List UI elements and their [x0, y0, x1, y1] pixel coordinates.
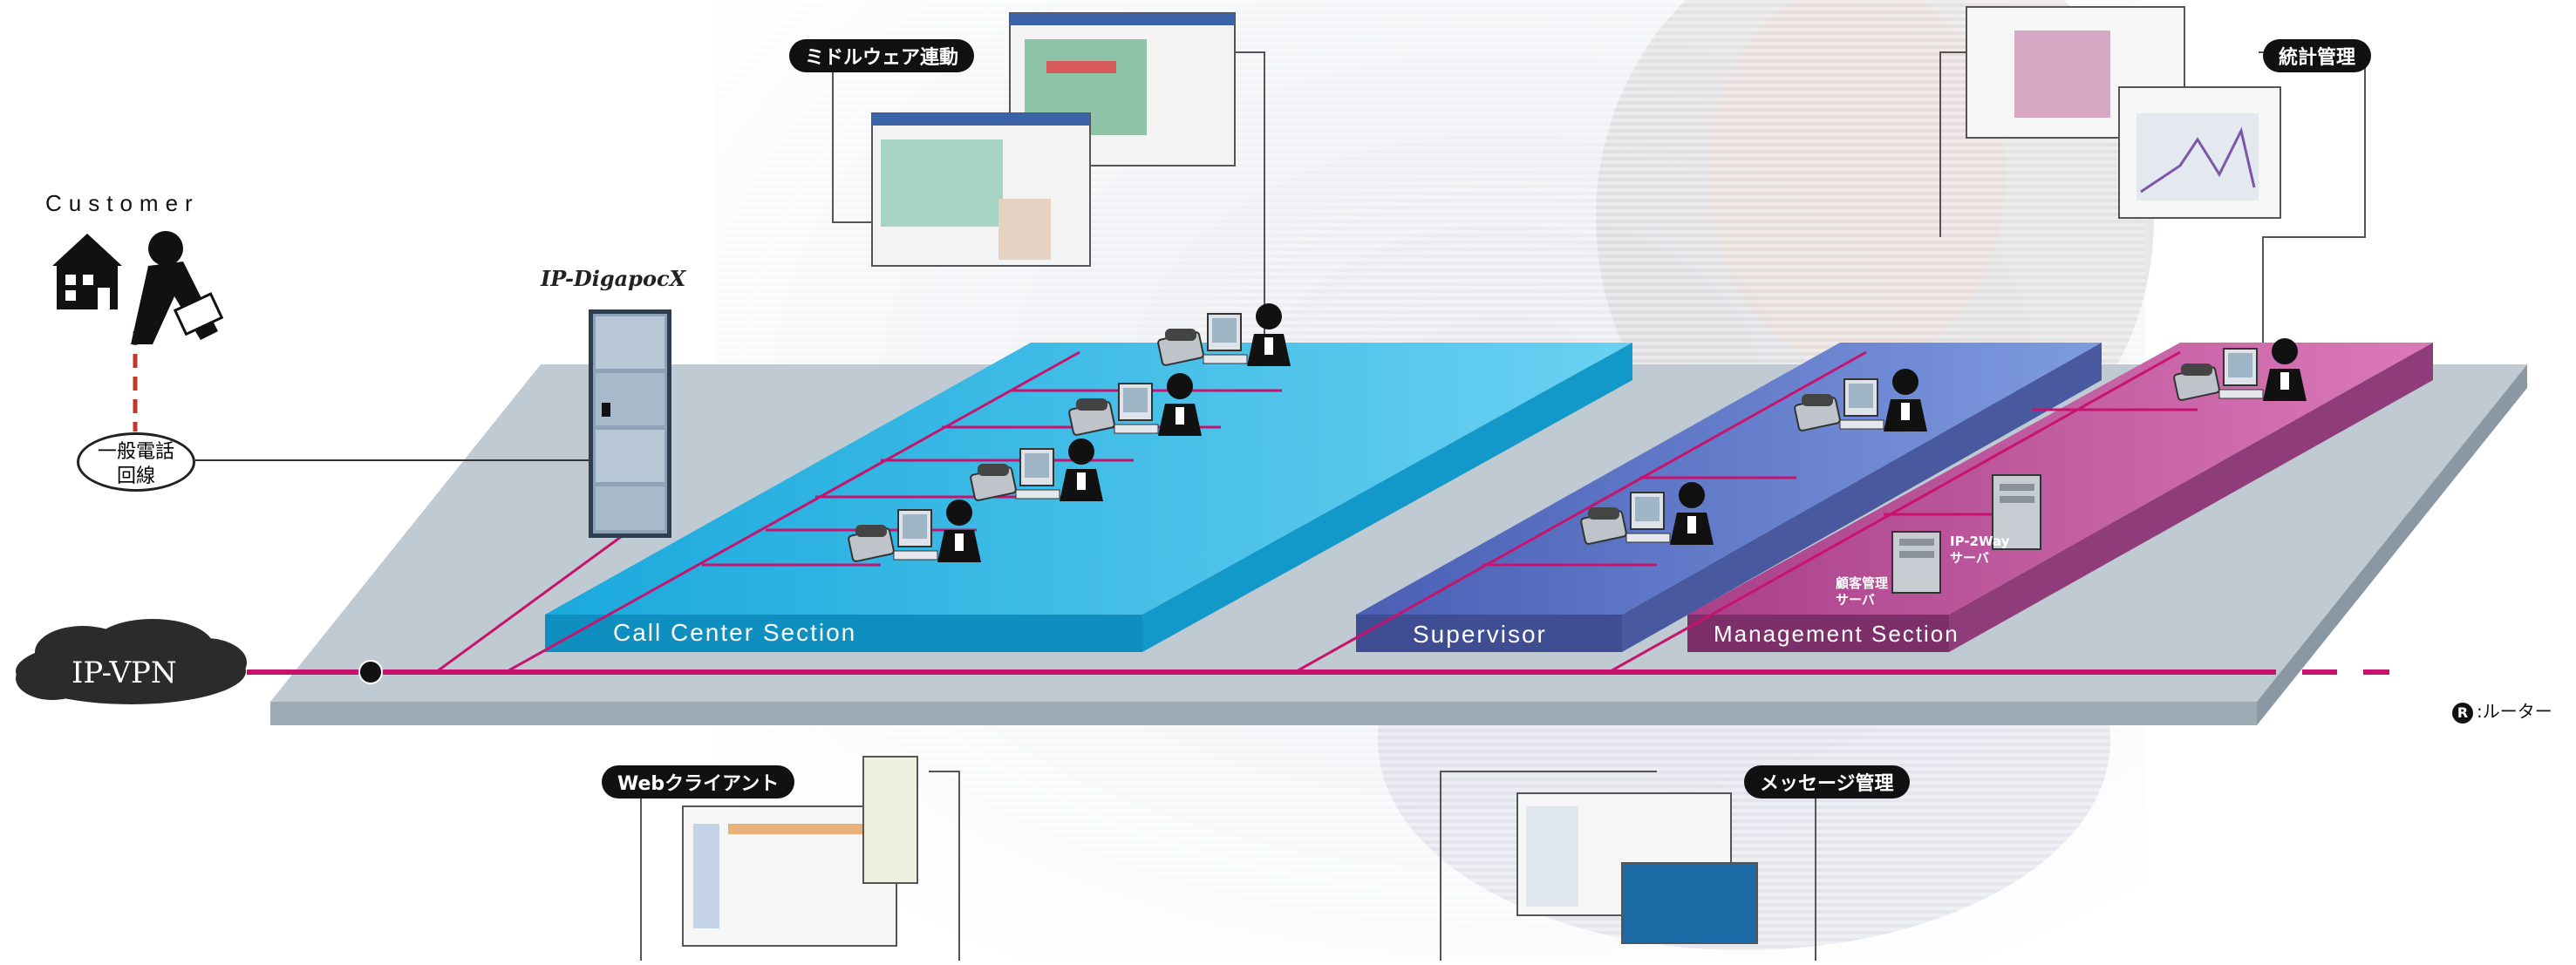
- pbx-server-icon: [589, 309, 671, 538]
- pc-icon: [1625, 492, 1671, 543]
- ip2way-server-label-line1: IP-2Way: [1950, 533, 2010, 549]
- management-section-label: Management Section: [1714, 621, 1959, 647]
- customer-phone-icon: [131, 231, 224, 344]
- pc-icon: [893, 509, 938, 561]
- pc-icon: [1015, 448, 1060, 499]
- operator-icon: [2263, 338, 2307, 401]
- web-client-callout: Webクライアント: [602, 765, 795, 799]
- workstation: [970, 438, 1103, 501]
- customer-mgmt-server-label-line1: 顧客管理: [1836, 575, 1889, 591]
- brand-logo: IP-DigapocX: [541, 266, 686, 291]
- ip-phone-icon: [1157, 329, 1204, 366]
- operator-icon: [1247, 303, 1291, 366]
- middleware-screenshots: [871, 12, 1236, 267]
- pc-icon: [1114, 383, 1159, 434]
- management-section-slab: [1687, 343, 2433, 652]
- pc-icon: [1839, 378, 1884, 430]
- ip-phone-icon: [2173, 364, 2220, 401]
- workstation: [1157, 303, 1291, 366]
- ip-phone-icon: [848, 525, 895, 562]
- pstn-bubble: 一般電話 回線: [77, 432, 195, 492]
- workstations: [848, 303, 2307, 562]
- pc-icon: [1203, 313, 1248, 364]
- pstn-label-line1: 一般電話: [97, 441, 174, 463]
- server-icon: [1891, 474, 2041, 594]
- statistics-screenshots: [1966, 6, 2281, 219]
- workstation: [2173, 338, 2307, 401]
- workstation: [1794, 369, 1927, 432]
- router-legend-text: :ルーター: [2477, 701, 2552, 722]
- customer-mgmt-server-label-line2: サーバ: [1836, 592, 1875, 608]
- operator-icon: [937, 499, 981, 562]
- router-legend: R:ルーター: [2452, 697, 2552, 724]
- ip-phone-icon: [1068, 398, 1115, 436]
- operator-icon: [1060, 438, 1103, 501]
- ip-phone-icon: [1580, 507, 1627, 545]
- web-client-screenshots: [682, 756, 918, 947]
- supervisor-section-label: Supervisor: [1413, 621, 1547, 648]
- workstation: [1580, 482, 1714, 545]
- customer-mgmt-server-label: 顧客管理 サーバ: [1836, 575, 1888, 608]
- workstation: [848, 499, 981, 562]
- ip-phone-icon: [970, 464, 1017, 501]
- ip2way-server-label: IP-2Way サーバ: [1950, 533, 2009, 567]
- message-screenshots: [1516, 792, 1758, 944]
- call-center-section-label: Call Center Section: [613, 619, 857, 646]
- cloud-icon: [16, 619, 247, 704]
- message-callout: メッセージ管理: [1744, 765, 1910, 799]
- statistics-callout: 統計管理: [2263, 39, 2372, 72]
- customer-label: Customer: [45, 190, 200, 216]
- operator-icon: [1670, 482, 1714, 545]
- router-legend-icon: R: [2452, 703, 2473, 724]
- middleware-callout: ミドルウェア連動: [789, 39, 975, 72]
- house-icon: [52, 234, 122, 309]
- ip-phone-icon: [1794, 394, 1841, 432]
- pstn-label-line2: 回線: [116, 466, 155, 487]
- workstation: [1068, 373, 1202, 436]
- ip2way-server-label-line2: サーバ: [1950, 550, 1989, 566]
- ip-vpn-label: IP-VPN: [72, 656, 177, 690]
- operator-icon: [1158, 373, 1202, 436]
- operator-icon: [1884, 369, 1927, 432]
- router-icon: [358, 660, 383, 684]
- pc-icon: [2218, 348, 2264, 399]
